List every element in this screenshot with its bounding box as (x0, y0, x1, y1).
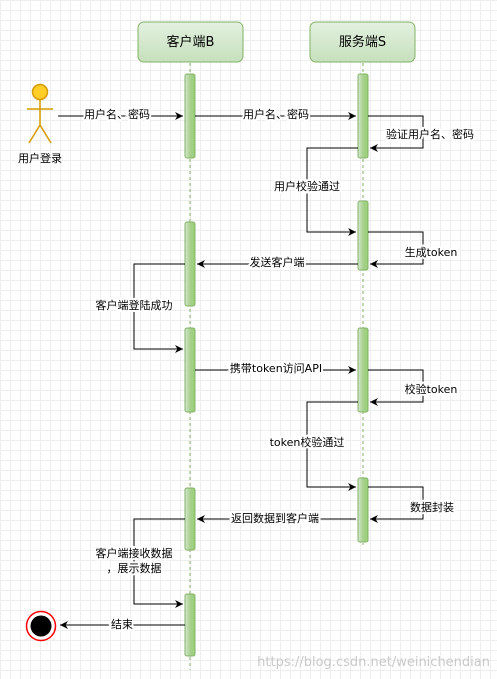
client-activation-4 (184, 487, 196, 551)
message-arrow-11 (368, 486, 424, 523)
client-header-label: 客户端B (167, 34, 215, 50)
message-label-2: 用户名、密码 (243, 107, 309, 121)
server-header: 服务端S (309, 21, 416, 63)
actor-figure (27, 83, 53, 144)
message-label-12: 返回数据到客户端 (231, 511, 319, 525)
message-label-7: 客户端登陆成功 (96, 298, 173, 312)
client-header: 客户端B (137, 21, 244, 63)
message-label-3: 验证用户名、密码 (386, 127, 474, 141)
message-label-14: 结束 (111, 618, 133, 631)
server-activation-3 (357, 327, 369, 413)
message-arrow-5 (368, 231, 424, 268)
message-arrow-3 (368, 115, 424, 152)
actor-label: 用户登录 (18, 151, 62, 165)
message-label-11: 数据封装 (410, 500, 454, 514)
message-label-13-line1: 客户端接收数据 (96, 546, 173, 560)
client-activation-3 (184, 327, 196, 413)
server-header-label: 服务端S (339, 34, 386, 50)
message-label-13-line2: ，展示数据 (107, 561, 162, 575)
end-state-icon (25, 610, 57, 642)
message-arrow-4 (306, 147, 358, 236)
client-activation-1 (184, 73, 196, 159)
server-activation-4 (357, 477, 369, 543)
watermark-text: https://blog.csdn.net/weinichendian (257, 655, 490, 670)
message-label-1: 用户名、密码 (84, 107, 150, 121)
message-label-6: 发送客户端 (250, 255, 305, 269)
message-label-8: 携带token访问API (230, 361, 322, 375)
message-label-5: 生成token (405, 245, 458, 259)
server-activation-1 (357, 73, 369, 159)
message-label-10: token校验通过 (270, 435, 345, 449)
message-arrow-9 (368, 369, 424, 406)
client-activation-2 (184, 221, 196, 307)
client-activation-5 (184, 593, 196, 657)
message-arrow-13 (133, 518, 185, 608)
message-label-4: 用户校验通过 (274, 179, 340, 193)
message-arrow-7 (133, 263, 185, 353)
server-activation-2 (357, 200, 369, 271)
message-arrow-10 (306, 401, 358, 491)
message-label-9: 校验token (405, 382, 458, 396)
